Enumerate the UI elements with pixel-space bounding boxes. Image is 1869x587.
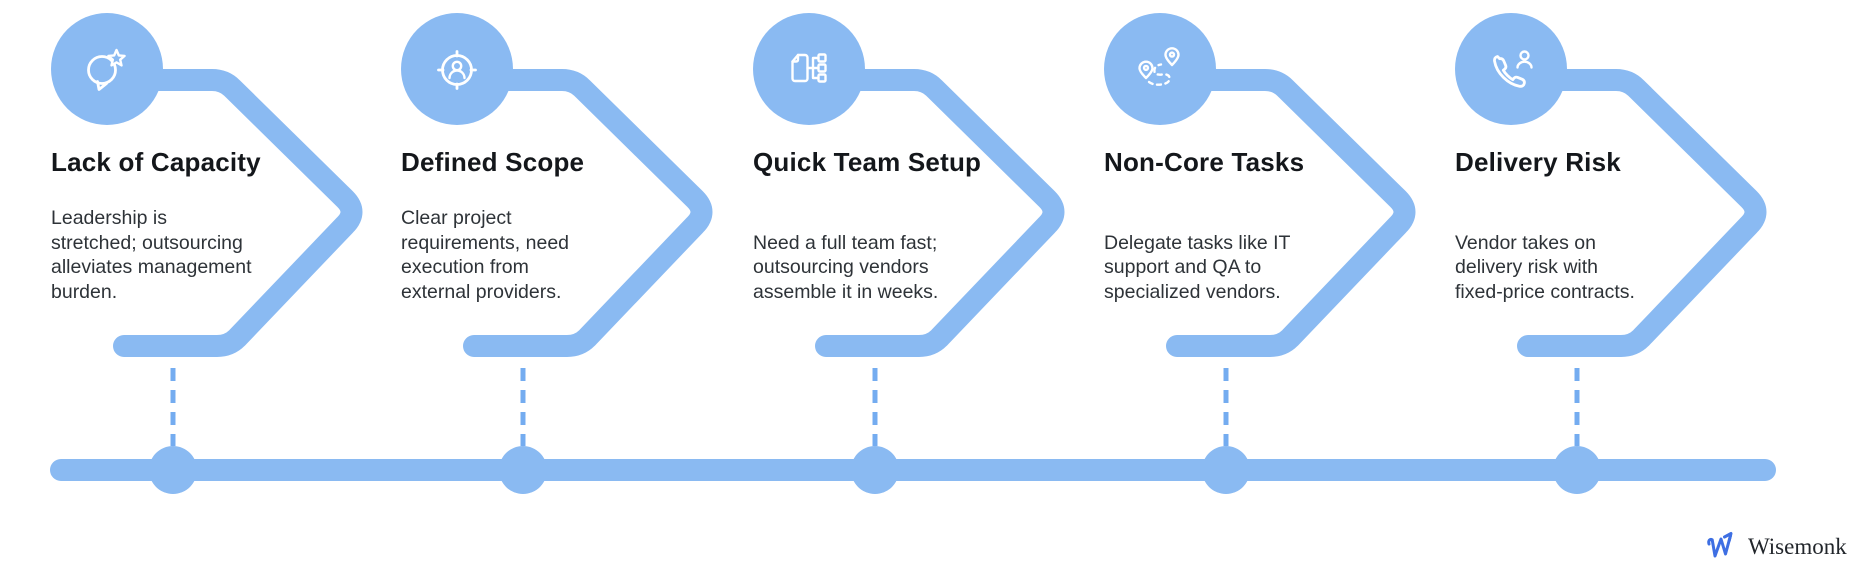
step-delivery-risk: Delivery Risk Vendor takes on delivery r…	[1404, 0, 1824, 520]
step-title: Non-Core Tasks	[1104, 147, 1305, 177]
file-sitemap-icon	[791, 53, 827, 83]
step-non-core-tasks: Non-Core Tasks Delegate tasks like IT su…	[1053, 0, 1473, 520]
timeline-dot	[1202, 446, 1250, 494]
step-title: Delivery Risk	[1455, 147, 1621, 177]
timeline-dot	[1553, 446, 1601, 494]
chevron-path	[1154, 69, 1416, 357]
chevron-path	[101, 69, 363, 357]
chevron-shape	[1104, 13, 1416, 494]
icon-circle	[51, 13, 163, 125]
step-title: Lack of Capacity	[51, 147, 261, 177]
icon-circle	[1104, 13, 1216, 125]
timeline-dot	[851, 446, 899, 494]
wisemonk-logo-icon	[1707, 532, 1733, 558]
step-defined-scope: Defined Scope Clear project requirements…	[350, 0, 770, 520]
timeline-dot	[499, 446, 547, 494]
step-lack-of-capacity: Lack of Capacity Leadership is stretched…	[0, 0, 420, 520]
step-description: Need a full team fast; outsourcing vendo…	[753, 231, 939, 303]
chevron-path	[1505, 69, 1767, 357]
step-description: Clear project requirements, need executi…	[401, 207, 570, 303]
chevron-path	[803, 69, 1065, 357]
step-quick-team-setup: Quick Team Setup Need a full team fast; …	[702, 0, 1122, 520]
step-title: Defined Scope	[401, 147, 585, 177]
chevron-shape	[1455, 13, 1767, 494]
icon-circle	[1455, 13, 1567, 125]
brand-logo: Wisemonk	[1705, 529, 1847, 565]
step-description: Vendor takes on delivery risk with fixed…	[1455, 231, 1635, 303]
chat-star-icon	[87, 48, 126, 91]
chevron-path	[451, 69, 713, 357]
chevron-shape	[753, 13, 1065, 494]
route-pins-icon	[1138, 47, 1180, 86]
step-description: Delegate tasks like IT support and QA to…	[1104, 231, 1291, 303]
brand-name: Wisemonk	[1748, 534, 1847, 559]
step-title: Quick Team Setup	[753, 147, 982, 177]
chevron-shape	[401, 13, 713, 494]
timeline-dot	[149, 446, 197, 494]
chevron-shape	[51, 13, 363, 494]
target-user-icon	[437, 50, 477, 90]
phone-user-icon	[1493, 50, 1533, 88]
step-description: Leadership is stretched; outsourcing all…	[51, 207, 252, 303]
timeline-bar	[50, 459, 1776, 481]
